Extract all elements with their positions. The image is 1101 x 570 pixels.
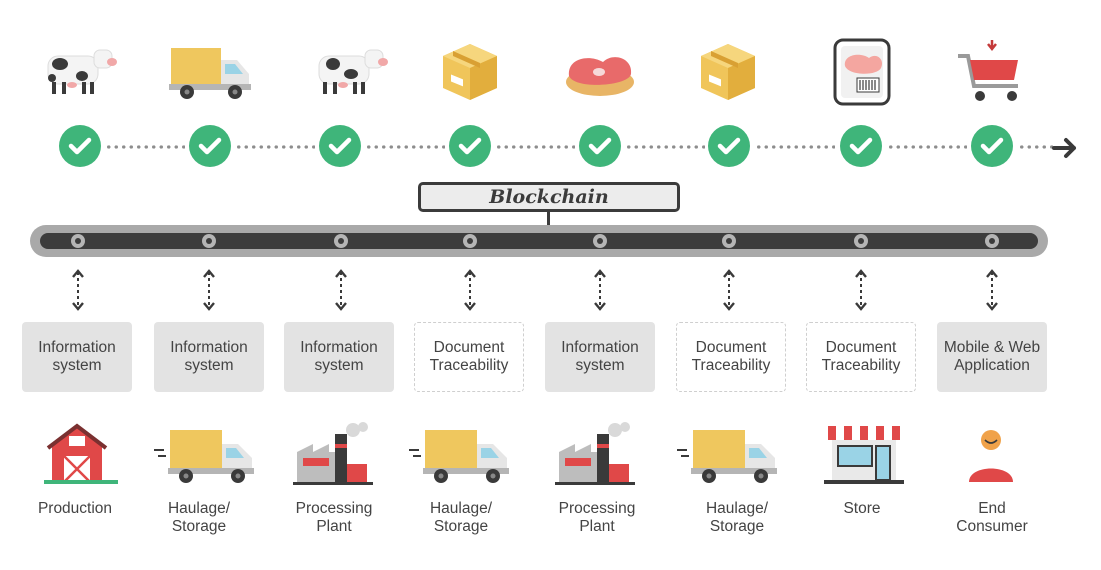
belt-node: [985, 234, 999, 248]
stage-label-line2: Storage: [171, 518, 227, 535]
dotted-connector: [887, 145, 967, 149]
belt-node: [334, 234, 348, 248]
blockchain-label: Blockchain: [418, 182, 680, 212]
stage-label-line2: Storage: [433, 518, 489, 535]
system-box-line1: Information: [38, 339, 116, 356]
check-icon: [971, 125, 1013, 167]
blockchain-label-stem: [547, 211, 550, 225]
stage-label: Store: [797, 500, 927, 518]
meat-icon: [566, 57, 634, 96]
factory-icon: [293, 422, 373, 485]
belt-node: [854, 234, 868, 248]
cow-icon: [318, 49, 388, 94]
stage-label: Production: [10, 500, 140, 518]
dotted-connector: [755, 145, 835, 149]
stage-label-line1: End: [978, 500, 1006, 517]
belt-node: [463, 234, 477, 248]
truck-icon: [677, 430, 777, 483]
stage-label-line2: Plant: [316, 518, 352, 535]
dotted-connector: [495, 145, 575, 149]
double-arrow-icon: [723, 269, 735, 311]
system-box-line2: Application: [954, 357, 1030, 374]
system-box-line2: system: [52, 357, 102, 374]
system-box-line1: Mobile & Web: [943, 339, 1041, 356]
stage-label: Haulage/Storage: [134, 500, 264, 536]
stage-label-line1: Production: [37, 500, 113, 517]
double-arrow-icon: [203, 269, 215, 311]
barn-icon: [44, 423, 118, 484]
belt-node: [722, 234, 736, 248]
truck-icon: [169, 48, 251, 99]
arrow-right-icon: [1052, 138, 1076, 158]
check-icon: [708, 125, 750, 167]
check-icon: [319, 125, 361, 167]
check-icon: [189, 125, 231, 167]
system-box-line2: Traceability: [429, 357, 509, 374]
stage-label-line2: Consumer: [956, 518, 1028, 535]
dotted-connector: [105, 145, 185, 149]
stage-label-line1: Haulage/: [167, 500, 231, 517]
double-arrow-icon: [72, 269, 84, 311]
system-box-line1: Information: [300, 339, 378, 356]
system-box-line2: system: [575, 357, 625, 374]
check-icon: [449, 125, 491, 167]
dotted-connector: [625, 145, 705, 149]
truck-icon: [154, 430, 254, 483]
person-icon: [969, 430, 1013, 482]
stage-label-line1: Haulage/: [429, 500, 493, 517]
check-icon: [579, 125, 621, 167]
stage-label-line1: Haulage/: [705, 500, 769, 517]
system-box-line2: Traceability: [821, 357, 901, 374]
dotted-connector: [235, 145, 315, 149]
stage-label-line2: Storage: [709, 518, 765, 535]
stage-label: Haulage/Storage: [396, 500, 526, 536]
truck-icon: [409, 430, 509, 483]
double-arrow-icon: [986, 269, 998, 311]
factory-icon: [555, 422, 635, 485]
double-arrow-icon: [464, 269, 476, 311]
system-box-line2: system: [314, 357, 364, 374]
check-icon: [59, 125, 101, 167]
double-arrow-icon: [594, 269, 606, 311]
packaged-meat-icon: [833, 38, 891, 106]
belt-node: [71, 234, 85, 248]
stage-label-line1: Processing: [558, 500, 636, 517]
double-arrow-icon: [855, 269, 867, 311]
shopping-cart-icon: [958, 40, 1018, 101]
stage-label-line2: Plant: [579, 518, 615, 535]
check-icon: [840, 125, 882, 167]
system-box-line1: Information: [170, 339, 248, 356]
stage-label: Haulage/Storage: [672, 500, 802, 536]
cow-icon: [47, 49, 117, 94]
blockchain-belt-track: [40, 233, 1038, 249]
system-box-line1: Document: [825, 339, 897, 356]
belt-node: [593, 234, 607, 248]
system-box-line1: Information: [561, 339, 639, 356]
box-icon: [701, 44, 755, 100]
double-arrow-icon: [335, 269, 347, 311]
box-icon: [443, 44, 497, 100]
stage-label-line1: Processing: [295, 500, 373, 517]
system-box-line1: Document: [695, 339, 767, 356]
system-box-line1: Document: [433, 339, 505, 356]
stage-label-line1: Store: [843, 500, 881, 517]
system-box-line2: system: [184, 357, 234, 374]
system-box-line2: Traceability: [691, 357, 771, 374]
dotted-connector: [365, 145, 445, 149]
store-icon: [824, 426, 904, 484]
belt-node: [202, 234, 216, 248]
dotted-connector: [1018, 145, 1054, 149]
